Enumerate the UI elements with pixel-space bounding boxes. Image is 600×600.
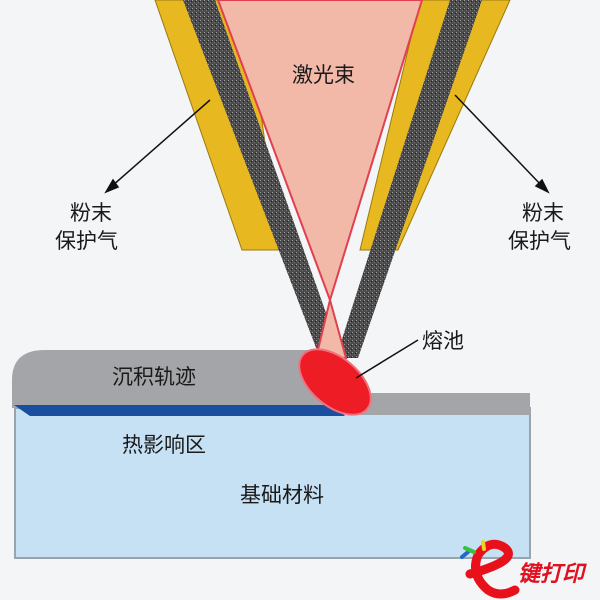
right-arrow-head xyxy=(534,178,550,194)
right-powder-stream xyxy=(336,0,482,358)
logo-text: 键打印 xyxy=(518,561,585,587)
deposition-track-shape xyxy=(12,350,365,410)
melt-pool xyxy=(298,348,372,416)
right-arrow xyxy=(454,94,543,187)
laser-beam-label: 激光束 xyxy=(292,63,355,87)
left-arrow-head xyxy=(104,178,120,194)
heat-affected-zone-label: 热影响区 xyxy=(122,433,206,457)
substrate-block xyxy=(14,407,531,559)
melt-pool-leader xyxy=(355,339,419,379)
left-gas-label: 保护气 xyxy=(55,229,118,253)
logo-mark xyxy=(460,539,520,599)
left-powder-stream xyxy=(183,0,342,358)
deposition-track-label: 沉积轨迹 xyxy=(112,365,196,389)
right-gas-label: 保护气 xyxy=(508,229,571,253)
substrate-label: 基础材料 xyxy=(240,483,324,507)
left-arrow xyxy=(111,99,211,187)
heat-affected-zone-line xyxy=(14,405,345,416)
left-powder-label: 粉末 xyxy=(70,201,112,225)
substrate-top-layer xyxy=(355,393,530,415)
right-powder-label: 粉末 xyxy=(522,201,564,225)
laser-beam xyxy=(216,0,424,304)
melt-pool-label: 熔池 xyxy=(422,329,464,353)
